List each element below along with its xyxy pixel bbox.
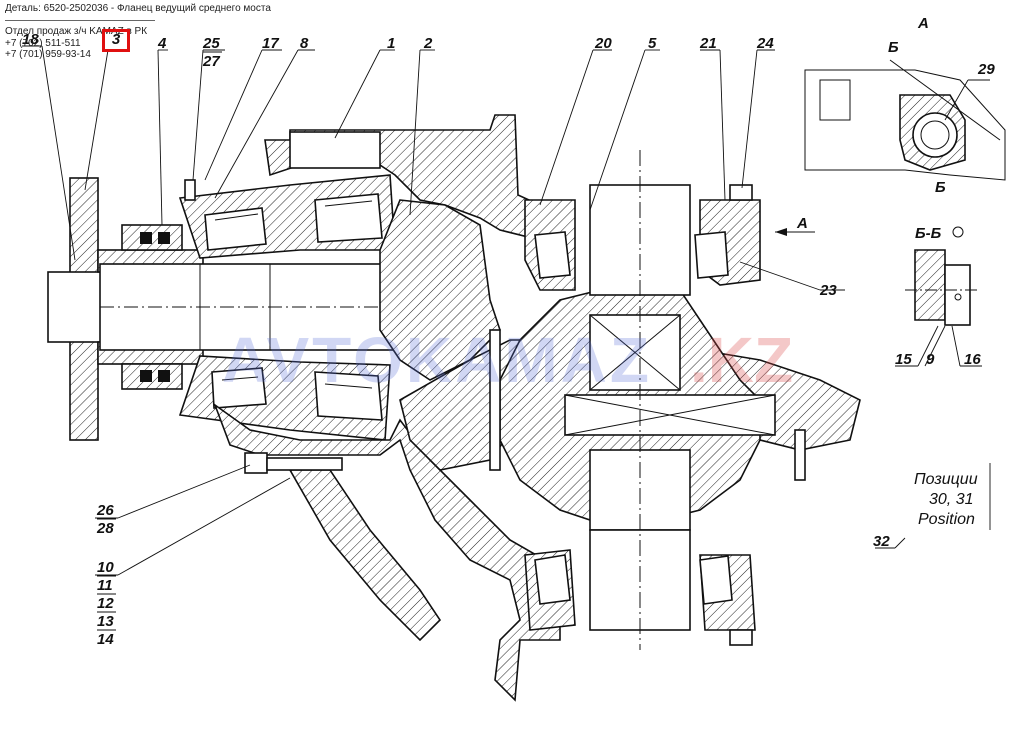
position-note: Позиции 30, 31 Position	[914, 471, 978, 528]
callout-23: 23	[819, 282, 837, 299]
callout-18: 18	[22, 31, 39, 48]
callout-17: 17	[262, 35, 279, 52]
callout-15: 15	[895, 351, 912, 368]
callout-26: 26	[96, 502, 114, 519]
callout-12: 12	[97, 595, 114, 612]
callout-21: 21	[699, 35, 717, 52]
callout-5: 5	[648, 35, 657, 52]
highlight-marker-label: 3	[111, 31, 121, 48]
callout-32: 32	[873, 533, 890, 550]
section-title: Б-Б	[915, 225, 942, 242]
view-marks: А Б Б А Б-Б	[796, 15, 946, 242]
section-mark-top: Б	[888, 39, 899, 56]
view-a-label: А	[917, 15, 929, 32]
watermark: AVTOKAMAZ .KZ	[222, 324, 793, 396]
watermark-text: AVTOKAMAZ	[222, 324, 652, 396]
watermark-suffix: .KZ	[690, 324, 793, 396]
callout-16: 16	[964, 351, 981, 368]
differential-case	[499, 150, 776, 650]
callout-8: 8	[300, 35, 309, 52]
housing-bolts	[184, 179, 806, 646]
note-position-en: Position	[918, 511, 975, 528]
note-positions: Позиции	[914, 471, 978, 488]
callout-11: 11	[97, 577, 113, 594]
highlight-marker[interactable]	[102, 29, 130, 52]
callout-13: 13	[97, 613, 114, 630]
callout-9: 9	[926, 351, 935, 368]
callout-2: 2	[423, 35, 433, 52]
callout-20: 20	[594, 35, 612, 52]
differential-bearings	[524, 199, 761, 631]
page-title: Деталь: 6520-2502036 - Фланец ведущий ср…	[5, 3, 271, 14]
callout-10: 10	[97, 559, 114, 576]
callout-25: 25	[202, 35, 220, 52]
callout-28: 28	[96, 520, 114, 537]
callout-1: 1	[387, 35, 395, 52]
header-divider	[5, 20, 155, 21]
section-mark-bottom: Б	[935, 179, 946, 196]
callout-24: 24	[756, 35, 774, 52]
reducer-housing	[213, 114, 561, 702]
callout-4: 4	[157, 35, 167, 52]
note-numbers: 30, 31	[929, 491, 973, 508]
shop-name: Отдел продаж з/ч KAMAZ в РК	[5, 26, 148, 37]
view-arrow-a	[775, 228, 815, 236]
callout-29: 29	[977, 61, 995, 78]
phone-1: +7 (702) 511-511	[5, 38, 81, 49]
leader-lines	[22, 45, 991, 576]
view-a-detail	[804, 59, 1006, 181]
callout-27: 27	[202, 53, 220, 70]
callout-14: 14	[97, 631, 114, 648]
phone-2: +7 (701) 959-93-14	[5, 49, 91, 60]
oil-seal	[121, 224, 183, 390]
callout-labels: 18 4 25 27 17 8 1 2 20 5 21 24 23 26 28 …	[22, 31, 995, 648]
section-b-b	[905, 226, 980, 326]
arrow-a-label: А	[796, 215, 808, 232]
